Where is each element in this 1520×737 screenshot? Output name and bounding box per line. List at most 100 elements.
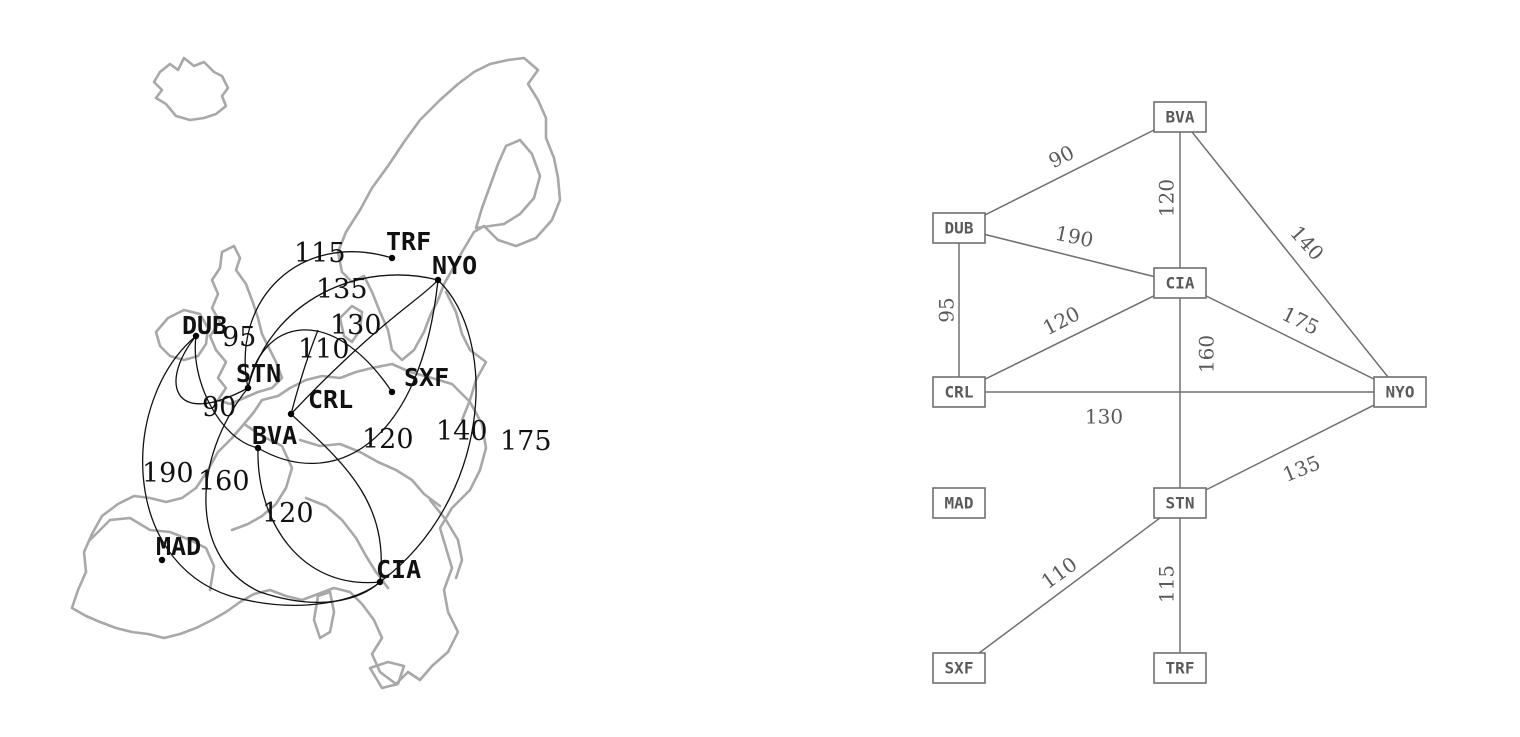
graph-node-label: MAD <box>945 494 974 513</box>
graph-node-label: STN <box>1166 494 1195 513</box>
graph-node-box <box>932 376 986 408</box>
map-route-weight: 120 <box>262 498 314 529</box>
route-arc <box>247 329 393 393</box>
graph-edge-bva-nyo <box>1179 116 1401 393</box>
graph-edge-weight: 130 <box>1085 405 1123 429</box>
graph-edge-weight: 95 <box>935 297 959 322</box>
iberia-border <box>88 516 216 592</box>
route-arc <box>379 279 477 583</box>
ireland-outline <box>154 308 210 362</box>
map-route-weight: 115 <box>294 238 346 269</box>
graph-node-box <box>1153 652 1207 684</box>
graph-node-bva: BVA <box>1153 101 1207 133</box>
graph-node-cia: CIA <box>1153 267 1207 299</box>
graph-edge-weight: 175 <box>1278 301 1323 339</box>
route-arc <box>194 335 259 449</box>
map-route-weight: 120 <box>362 424 414 455</box>
graph-node-box <box>1153 487 1207 519</box>
sardinia-outline <box>312 590 336 640</box>
airport-dot-bva <box>254 444 262 452</box>
graph-edge-dub-bva <box>958 116 1181 229</box>
graph-node-box <box>1153 101 1207 133</box>
graph-edge-weight: 160 <box>1195 335 1219 373</box>
airport-dot-dub <box>192 332 200 340</box>
graph-node-box <box>932 212 986 244</box>
airport-dot-sxf <box>388 388 396 396</box>
airport-dot-trf <box>388 254 396 262</box>
graph-node-nyo: NYO <box>1373 376 1427 408</box>
graph-edges <box>958 116 1401 669</box>
graph-node-stn: STN <box>1153 487 1207 519</box>
route-arc <box>175 335 249 405</box>
route-arc <box>290 279 439 415</box>
route-arc <box>290 413 382 583</box>
airport-dot-cia <box>376 578 384 586</box>
airport-dot-nyo <box>434 276 442 284</box>
graph-node-label: SXF <box>945 659 974 678</box>
sicily-outline <box>368 660 406 690</box>
graph-edge-weight: 115 <box>1155 565 1179 603</box>
map-route-weight: 190 <box>142 458 194 489</box>
graph-edge-crl-cia <box>958 282 1181 393</box>
europe-coastline <box>70 56 562 690</box>
balkans-outline <box>428 498 464 580</box>
airport-code-sxf: SXF <box>404 363 449 392</box>
graph-node-label: NYO <box>1386 383 1415 402</box>
route-arc <box>290 329 319 415</box>
route-arc <box>257 447 381 584</box>
route-arc <box>244 251 393 389</box>
graph-edge-stn-sxf <box>958 502 1181 669</box>
map-route-weight: 175 <box>500 426 552 457</box>
iceland-outline <box>152 56 230 122</box>
map-route-weight: 95 <box>222 322 256 353</box>
graph-node-crl: CRL <box>932 376 986 408</box>
airport-code-crl: CRL <box>308 385 353 414</box>
graph-edge-weight: 110 <box>1037 552 1082 594</box>
route-arc <box>205 387 381 603</box>
graph-node-sxf: SXF <box>932 652 986 684</box>
graph-node-label: BVA <box>1166 108 1195 127</box>
airport-code-dub: DUB <box>182 311 227 340</box>
central-borders <box>298 438 442 508</box>
great-britain-outline <box>208 244 284 406</box>
airport-dot-crl <box>287 410 295 418</box>
denmark-outline <box>338 304 364 344</box>
route-arcs <box>142 251 477 606</box>
graph-edge-weight: 90 <box>1045 140 1079 173</box>
graph-edge-weight: 190 <box>1053 221 1095 252</box>
graph-node-dub: DUB <box>932 212 986 244</box>
graph-node-mad: MAD <box>932 487 986 519</box>
graph-edge-cia-nyo <box>1179 282 1401 393</box>
finland-outline <box>474 138 542 230</box>
map-route-weight: 130 <box>330 310 382 341</box>
map-route-weight: 135 <box>316 274 368 305</box>
graph-node-box <box>1373 376 1427 408</box>
map-route-weight: 90 <box>202 392 236 423</box>
graph-node-label: CRL <box>945 383 974 402</box>
graph-node-label: TRF <box>1166 659 1195 678</box>
graph-edge-weight: 120 <box>1155 179 1179 217</box>
route-arc <box>257 279 439 464</box>
map-route-weight: 160 <box>198 466 250 497</box>
airport-code-mad: MAD <box>156 532 201 561</box>
graph-node-label: DUB <box>945 219 974 238</box>
airport-code-trf: TRF <box>386 227 431 256</box>
graph-edge-weight: 140 <box>1285 221 1328 265</box>
airport-dot-mad <box>158 556 166 564</box>
graph-edge-dub-cia <box>958 227 1181 284</box>
map-route-weight: 140 <box>436 416 488 447</box>
airport-dot-stn <box>244 384 252 392</box>
map-route-weight: 110 <box>298 334 350 365</box>
italy-border <box>304 496 390 590</box>
scandinavia-outline <box>336 56 562 362</box>
airport-code-stn: STN <box>236 359 281 388</box>
airport-code-cia: CIA <box>376 555 421 584</box>
airport-code-bva: BVA <box>252 421 297 450</box>
graph-node-box <box>1153 267 1207 299</box>
